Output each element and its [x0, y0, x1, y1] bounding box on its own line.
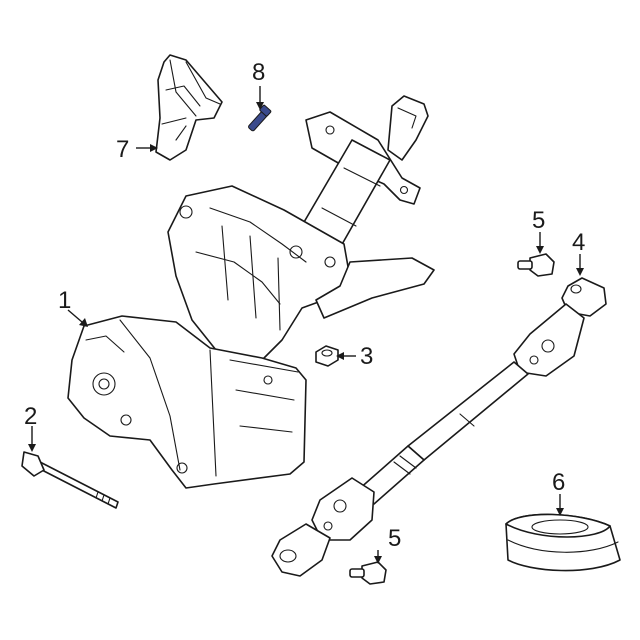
callout-2: 2 [24, 403, 37, 430]
part-1-steering-column[interactable] [67, 95, 435, 489]
part-6-seal[interactable] [505, 513, 621, 572]
part-2-bolt[interactable] [21, 451, 119, 509]
part-5-bolt-upper[interactable] [517, 253, 555, 277]
part-3-nut[interactable] [315, 345, 339, 367]
callout-4: 4 [572, 229, 585, 256]
callout-7: 7 [116, 136, 129, 163]
callout-3: 3 [360, 343, 373, 370]
leader-lines [28, 86, 584, 564]
callout-1: 1 [58, 287, 71, 314]
part-7-bracket[interactable] [155, 54, 223, 161]
part-8-bolt[interactable] [248, 104, 272, 132]
callout-6: 6 [552, 469, 565, 496]
callout-5-lower: 5 [388, 525, 401, 552]
callout-5-upper: 5 [532, 207, 545, 234]
callout-labels: 7 8 1 2 3 4 5 5 6 [24, 59, 585, 552]
part-4-intermediate-shaft[interactable] [271, 277, 607, 577]
part-5-bolt-lower[interactable] [349, 561, 387, 585]
callout-8: 8 [252, 59, 265, 86]
